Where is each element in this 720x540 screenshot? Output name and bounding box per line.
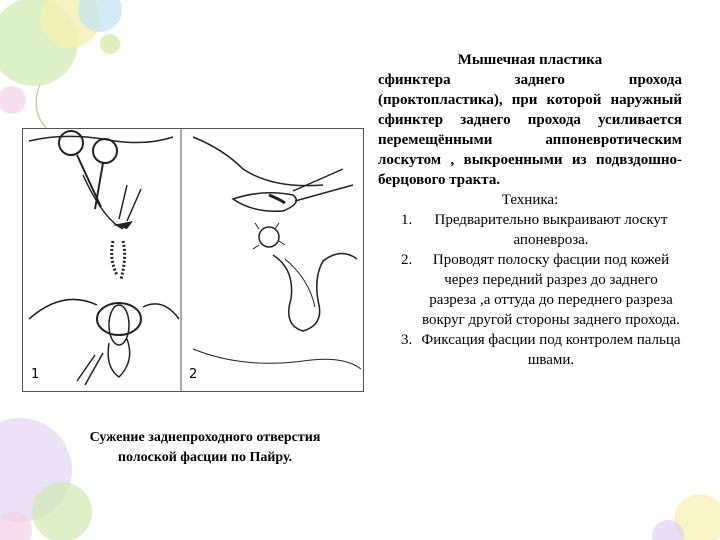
step-item: Предварительно выкраивают лоскут апоневр…: [416, 210, 682, 250]
slide-description: сфинктера заднего прохода (проктопластик…: [378, 72, 682, 188]
panel-label-1: 1: [31, 367, 40, 382]
technique-heading: Техника:: [501, 192, 559, 208]
step-item: Фиксация фасции под контролем пальца шва…: [416, 330, 682, 370]
technique-steps: Предварительно выкраивают лоскут апоневр…: [378, 210, 682, 370]
panel-label-2: 2: [189, 367, 198, 382]
surgery-illustration: 1 2: [22, 128, 364, 392]
step-item: Проводят полоску фасции под кожей через …: [416, 250, 682, 330]
main-text: Мышечная пластика сфинктера заднего прох…: [378, 50, 682, 370]
slide-title: Мышечная пластика: [457, 52, 603, 68]
surgery-drawing: [28, 129, 362, 391]
figure-caption: Сужение заднепроходного отверстия полоск…: [89, 430, 321, 465]
